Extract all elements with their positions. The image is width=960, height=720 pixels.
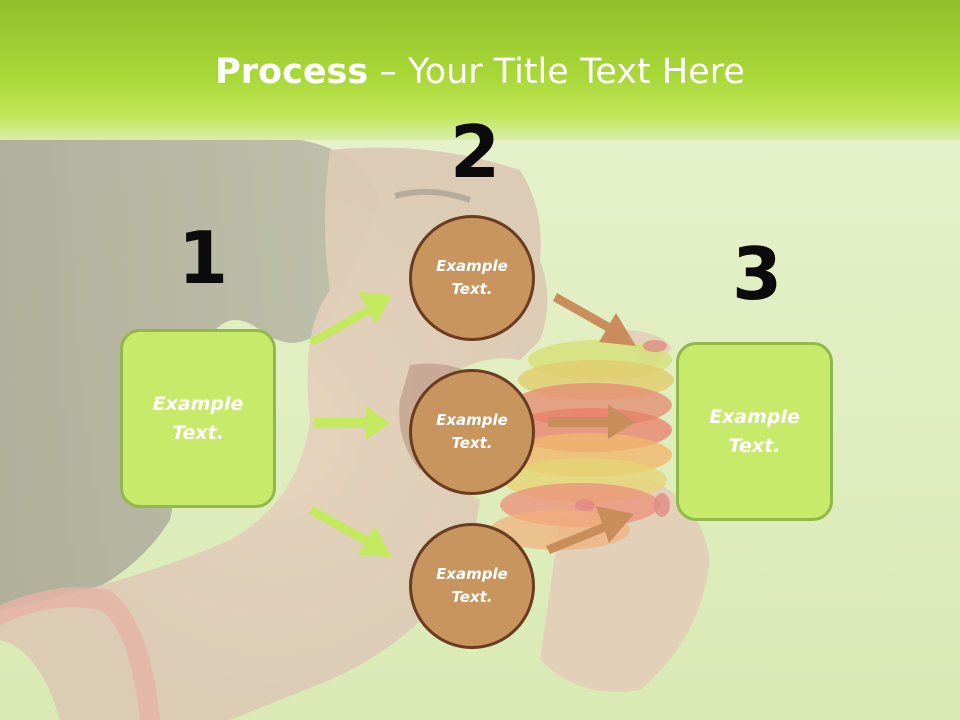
circle-bottom: Example Text. (409, 523, 535, 649)
green-arrow-down (309, 506, 392, 557)
brown-arrow-right (548, 405, 636, 439)
circle-top-text: Example Text. (436, 257, 508, 298)
circle-top: Example Text. (409, 215, 535, 341)
step-3-box: Example Text. (676, 342, 833, 521)
brown-arrow-up (546, 506, 634, 554)
title-bar (0, 0, 960, 140)
step-number-3: 3 (732, 232, 783, 316)
title-rest: – Your Title Text Here (368, 52, 745, 92)
step-number-2: 2 (450, 110, 501, 194)
step-number-1: 1 (178, 216, 229, 300)
green-arrow-up (309, 292, 392, 346)
slide-title: Process – Your Title Text Here (0, 52, 960, 92)
green-arrow-right (314, 406, 390, 440)
step-1-box: Example Text. (120, 329, 276, 508)
title-bold: Process (215, 52, 369, 92)
circle-bottom-text: Example Text. (436, 565, 508, 606)
step-1-text: Example Text. (152, 392, 244, 444)
step-3-text: Example Text. (709, 405, 800, 457)
circle-middle: Example Text. (409, 369, 535, 495)
circle-middle-text: Example Text. (436, 411, 508, 452)
brown-arrow-down (553, 293, 636, 346)
